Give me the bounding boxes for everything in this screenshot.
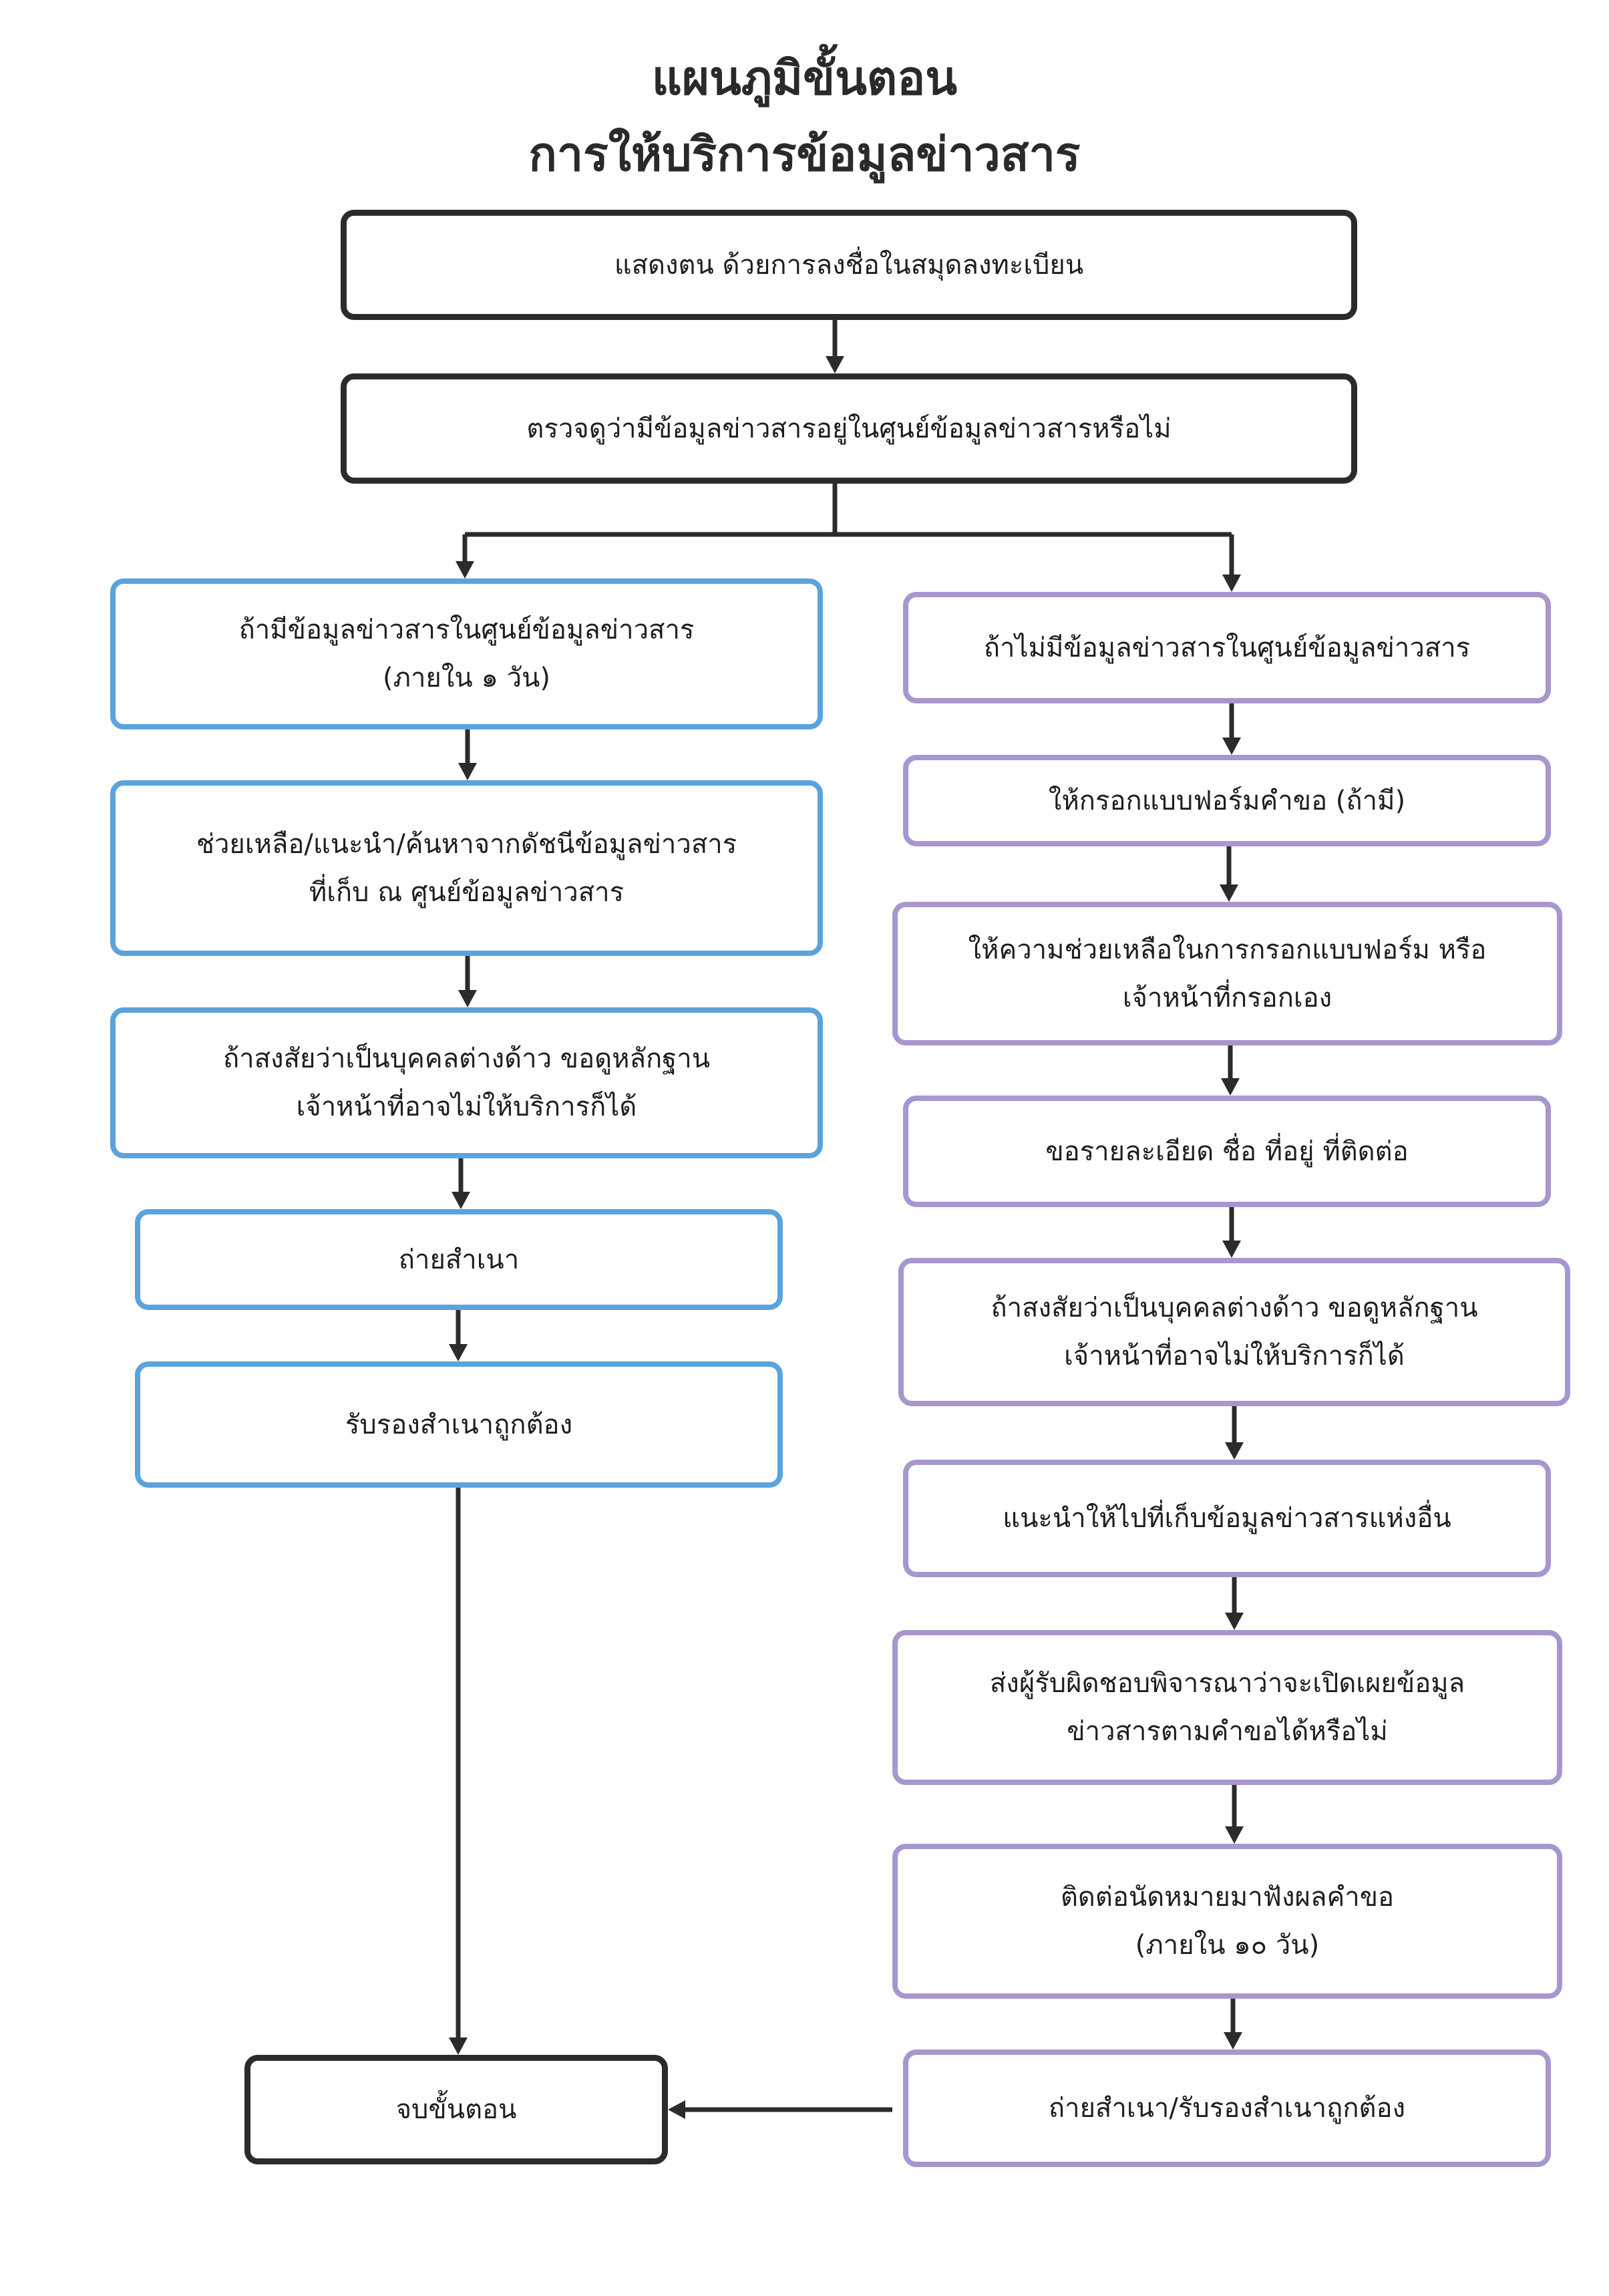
right-step-1-box-text: ถ้าไม่มีข้อมูลข่าวสารในศูนย์ข้อมูลข่าวสา…	[983, 632, 1471, 663]
step-identify-box-text: แสดงตน ด้วยการลงชื่อในสมุดลงทะเบียน	[614, 249, 1084, 281]
right-step-3-box-text: ให้ความช่วยเหลือในการกรอกแบบฟอร์ม หรือ	[968, 934, 1487, 965]
right-step-7-box-text: ส่งผู้รับผิดชอบพิจารณาว่าจะเปิดเผยข้อมูล	[989, 1668, 1465, 1699]
right-step-8-box-text: (ภายใน ๑๐ วัน)	[1135, 1930, 1320, 1961]
end-box-text: จบขั้นตอน	[395, 2094, 517, 2125]
arrow-left-1-2-head	[458, 763, 477, 780]
chart-title-line1: แผนภูมิขั้นตอน	[651, 51, 958, 106]
right-step-2-box: ให้กรอกแบบฟอร์มคำขอ (ถ้ามี)	[903, 755, 1551, 846]
right-step-2-box-text: ให้กรอกแบบฟอร์มคำขอ (ถ้ามี)	[1048, 785, 1406, 816]
left-step-5-box: รับรองสำเนาถูกต้อง	[135, 1361, 783, 1488]
right-step-4-box: ขอรายละเอียด ชื่อ ที่อยู่ ที่ติดต่อ	[903, 1096, 1551, 1207]
left-step-2-box-text: ที่เก็บ ณ ศูนย์ข้อมูลข่าวสาร	[309, 876, 624, 908]
arrow-split-left-head	[456, 561, 474, 579]
chart-title-line2: การให้บริการข้อมูลข่าวสาร	[528, 127, 1081, 182]
left-step-1-box: ถ้ามีข้อมูลข่าวสารในศูนย์ข้อมูลข่าวสาร (ภ…	[110, 579, 823, 729]
arrow-split-right-head	[1222, 575, 1241, 592]
left-step-3-box: ถ้าสงสัยว่าเป็นบุคคลต่างด้าว ขอดูหลักฐาน…	[110, 1007, 823, 1158]
left-step-3-box-text: เจ้าหน้าที่อาจไม่ให้บริการก็ได้	[296, 1092, 637, 1122]
arrow-right-8-9-head	[1224, 2032, 1242, 2049]
arrow-left-4-5-head	[449, 1344, 468, 1361]
left-step-1-box-text: (ภายใน ๑ วัน)	[383, 663, 550, 693]
arrow-identify-to-check-head	[826, 356, 844, 373]
left-step-1-box-text: ถ้ามีข้อมูลข่าวสารในศูนย์ข้อมูลข่าวสาร	[238, 615, 695, 645]
right-step-9-box-text: ถ่ายสำเนา/รับรองสำเนาถูกต้อง	[1048, 2093, 1406, 2124]
arrow-left-3-4-head	[452, 1192, 470, 1209]
arrow-right-7-8-head	[1225, 1826, 1244, 1844]
right-step-6-box-text: แนะนำให้ไปที่เก็บข้อมูลข่าวสารแห่งอื่น	[1003, 1503, 1451, 1534]
left-step-2-box: ช่วยเหลือ/แนะนำ/ค้นหาจากดัชนีข้อมูลข่าวส…	[110, 780, 823, 956]
arrow-left-2-3-head	[458, 990, 477, 1007]
right-step-3-box: ให้ความช่วยเหลือในการกรอกแบบฟอร์ม หรือเจ…	[892, 902, 1562, 1045]
left-step-4-box: ถ่ายสำเนา	[135, 1209, 783, 1310]
left-step-2-box-text: ช่วยเหลือ/แนะนำ/ค้นหาจากดัชนีข้อมูลข่าวส…	[196, 828, 737, 860]
right-step-8-box: ติดต่อนัดหมายมาฟังผลคำขอ (ภายใน ๑๐ วัน)	[892, 1844, 1562, 1999]
right-step-7-box: ส่งผู้รับผิดชอบพิจารณาว่าจะเปิดเผยข้อมูล…	[892, 1630, 1562, 1785]
arrow-right-3-4-head	[1221, 1078, 1240, 1096]
arrow-right-6-7-head	[1225, 1613, 1244, 1630]
arrow-left-5-end-head	[449, 2037, 468, 2055]
end-box: จบขั้นตอน	[244, 2055, 668, 2164]
right-step-5-box-text: ถ้าสงสัยว่าเป็นบุคคลต่างด้าว ขอดูหลักฐาน	[991, 1293, 1478, 1323]
right-step-8-box-text: ติดต่อนัดหมายมาฟังผลคำขอ	[1060, 1882, 1395, 1913]
step-check-box: ตรวจดูว่ามีข้อมูลข่าวสารอยู่ในศูนย์ข้อมู…	[341, 373, 1357, 484]
left-step-4-box-text: ถ่ายสำเนา	[398, 1244, 520, 1275]
step-identify-box: แสดงตน ด้วยการลงชื่อในสมุดลงทะเบียน	[341, 210, 1357, 320]
arrow-right-2-3-head	[1220, 884, 1238, 902]
right-step-1-box: ถ้าไม่มีข้อมูลข่าวสารในศูนย์ข้อมูลข่าวสา…	[903, 592, 1551, 703]
arrow-right-to-end-head	[668, 2100, 685, 2119]
right-step-9-box: ถ่ายสำเนา/รับรองสำเนาถูกต้อง	[903, 2049, 1551, 2167]
left-step-5-box-text: รับรองสำเนาถูกต้อง	[345, 1409, 573, 1440]
arrow-right-5-6-head	[1225, 1442, 1244, 1460]
arrow-right-4-5-head	[1222, 1241, 1241, 1258]
right-step-5-box: ถ้าสงสัยว่าเป็นบุคคลต่างด้าว ขอดูหลักฐาน…	[898, 1258, 1570, 1406]
right-step-5-box-text: เจ้าหน้าที่อาจไม่ให้บริการก็ได้	[1064, 1341, 1405, 1371]
left-step-3-box-text: ถ้าสงสัยว่าเป็นบุคคลต่างด้าว ขอดูหลักฐาน	[222, 1043, 711, 1074]
right-step-4-box-text: ขอรายละเอียด ชื่อ ที่อยู่ ที่ติดต่อ	[1045, 1136, 1409, 1167]
right-step-3-box-text: เจ้าหน้าที่กรอกเอง	[1122, 982, 1332, 1013]
right-step-7-box-text: ข่าวสารตามคำขอได้หรือไม่	[1067, 1716, 1388, 1747]
arrow-right-1-2-head	[1222, 737, 1241, 755]
right-step-6-box: แนะนำให้ไปที่เก็บข้อมูลข่าวสารแห่งอื่น	[903, 1460, 1551, 1577]
step-check-box-text: ตรวจดูว่ามีข้อมูลข่าวสารอยู่ในศูนย์ข้อมู…	[526, 413, 1172, 444]
